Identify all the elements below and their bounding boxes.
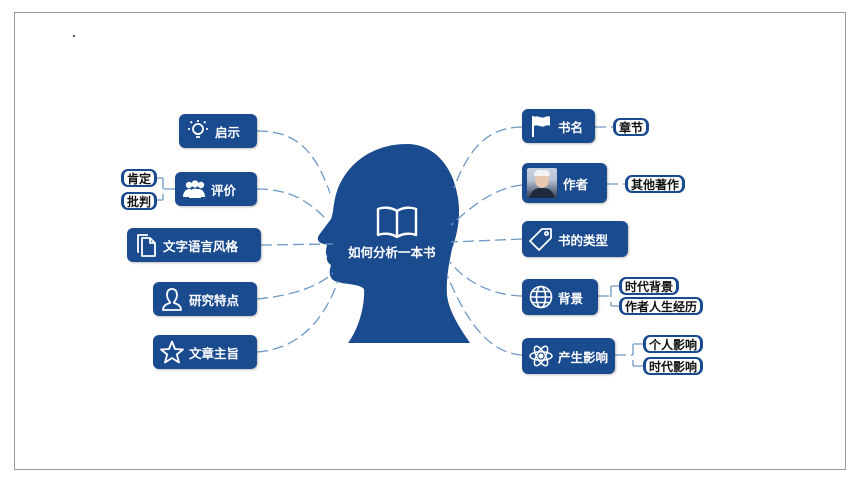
people-icon [181,176,207,202]
node-label: 背景 [558,290,584,306]
node-leixing[interactable]: 书的类型 [522,221,628,257]
connector-zuozhe [450,184,523,226]
center-label: 如何分析一本书 [348,245,436,260]
tag-qitazhuzuo[interactable]: 其他著作 [625,175,686,193]
node-zuozhe[interactable]: 作者 [522,163,607,203]
connector-pingjia [256,188,326,219]
node-beijing[interactable]: 背景 [522,279,598,315]
connector-zhuzhi [256,280,339,353]
node-label: 产生影响 [558,349,609,365]
connector-wenzi [260,243,334,246]
document-icon [133,232,159,258]
connector-leixing [450,238,523,243]
node-shuming[interactable]: 书名 [522,109,595,143]
connector-yingxiang [446,274,523,356]
connector-beijing-tags [598,285,619,307]
node-label: 文章主旨 [189,345,240,361]
node-label: 文字语言风格 [163,238,239,254]
connector-shuming [453,126,523,189]
node-label: 书名 [558,119,584,135]
node-label: 作者 [563,176,589,192]
star-icon [159,339,185,365]
globe-icon [528,284,554,310]
lightbulb-icon [185,118,211,144]
connector-pingjia-tags [155,177,175,201]
node-yanjiu[interactable]: 研究特点 [153,282,257,316]
tag-shidaibeijing[interactable]: 时代背景 [619,277,680,295]
tag-zuozherenshengjingli[interactable]: 作者人生经历 [619,297,704,315]
node-wenzi[interactable]: 文字语言风格 [127,228,261,262]
node-pingjia[interactable]: 评价 [175,172,257,206]
tag-pipan[interactable]: 批判 [121,192,158,210]
tag-zhangjie[interactable]: 章节 [613,118,650,136]
tag-icon [528,226,554,252]
head-silhouette [317,144,470,343]
node-label: 研究特点 [189,292,240,308]
open-book-icon [376,206,418,239]
person-icon [159,286,185,312]
atom-icon [528,343,554,369]
connector-qishi [256,130,331,194]
node-qishi[interactable]: 启示 [179,114,257,148]
node-label: 评价 [211,182,237,198]
slide-frame: 如何分析一本书 启示 评价 肯定 批判 文字语言风格 [14,12,846,470]
connector-yanjiu [256,272,334,300]
node-label: 书的类型 [558,232,609,248]
flag-icon [528,113,554,139]
node-label: 启示 [215,124,241,140]
author-photo [527,168,557,198]
stray-dot [73,35,75,37]
tag-gerenyingxiang[interactable]: 个人影响 [643,335,704,353]
node-yingxiang[interactable]: 产生影响 [522,338,615,374]
tag-shidaiyingxiang[interactable]: 时代影响 [643,357,704,375]
node-zhuzhi[interactable]: 文章主旨 [153,335,257,369]
tag-kending[interactable]: 肯定 [121,169,158,187]
mind-map-canvas [155,126,643,367]
connector-beijing [448,260,523,297]
connector-yingxiang-tags [615,343,643,367]
